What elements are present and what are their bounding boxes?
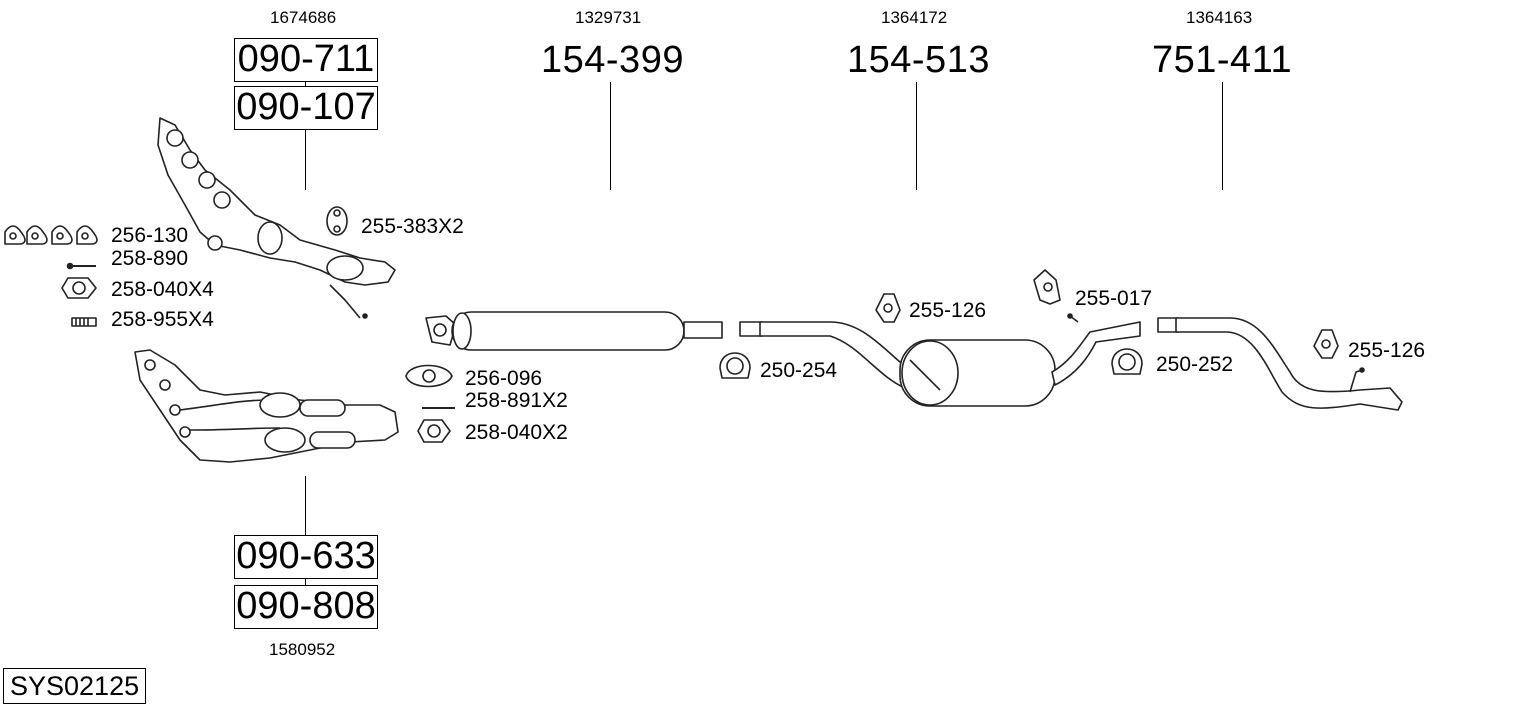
part-number-box[interactable]: 090-808 [234,585,378,629]
part-number[interactable]: 154-399 [541,39,684,81]
front-muffler-drawing [425,311,723,351]
accessory-label[interactable]: 256-096 [465,367,543,390]
gasket-row-icon [4,225,98,245]
clamp-icon-2 [1111,348,1143,375]
oem-number: 1674686 [270,8,337,27]
leader-line-1 [305,130,306,190]
accessory-label[interactable]: 255-383X2 [361,215,464,238]
accessory-label[interactable]: 250-254 [760,359,838,382]
clamp-icon [719,352,751,379]
upper-manifold-drawing [157,117,396,319]
part-number-box[interactable]: 090-633 [234,535,378,579]
part-number-box[interactable]: 090-711 [234,38,378,82]
accessory-label[interactable]: 258-955X4 [111,308,214,331]
accessory-label[interactable]: 250-252 [1156,353,1234,376]
accessory-label[interactable]: 258-891X2 [465,389,568,412]
leader-line-5 [305,476,306,536]
accessory-label[interactable]: 255-126 [909,299,987,322]
accessory-label[interactable]: 258-890 [111,247,189,270]
connector-line [305,80,306,88]
accessory-label[interactable]: 256-130 [111,224,189,247]
accessory-label[interactable]: 255-126 [1348,339,1426,362]
rubber-hanger-icon [326,206,348,236]
accessory-label[interactable]: 255-017 [1075,287,1153,310]
part-number-box[interactable]: 090-107 [234,86,378,130]
leader-line-3 [916,82,917,190]
oem-number: 1580952 [269,640,336,659]
middle-muffler-drawing [739,313,1141,407]
oem-number: 1364172 [881,8,948,27]
part-number[interactable]: 154-513 [847,39,990,81]
leader-line-2 [610,82,611,190]
oem-number: 1329731 [575,8,642,27]
system-code: SYS02125 [3,668,147,704]
leader-line-4 [1222,82,1223,190]
connector-line-2 [305,578,306,586]
oem-number: 1364163 [1186,8,1253,27]
lower-manifold-drawing [134,349,399,463]
rear-pipe-drawing [1157,317,1403,411]
accessory-label[interactable]: 258-040X4 [111,278,214,301]
part-number[interactable]: 751-411 [1152,39,1293,81]
accessory-label[interactable]: 258-040X2 [465,421,568,444]
